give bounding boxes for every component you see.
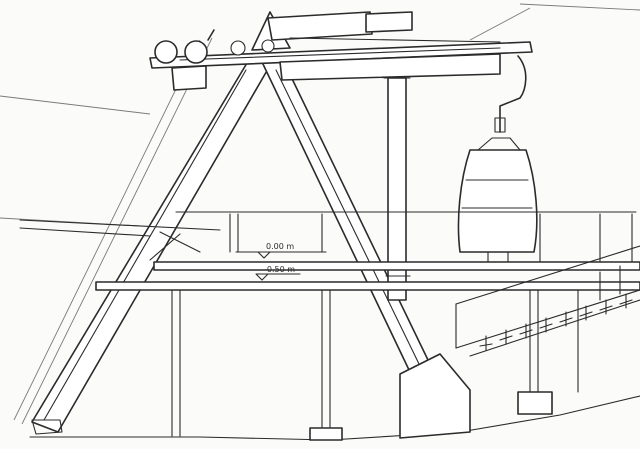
- center-column: [383, 77, 411, 301]
- deck-posts: [171, 289, 579, 437]
- top-beam: [149, 11, 533, 81]
- ground-line: [29, 395, 640, 441]
- gondola-cabin: [457, 137, 538, 265]
- staircase: [455, 245, 640, 357]
- bullwheel-pulleys: [154, 29, 275, 91]
- elevation-marker-upper: 0.00 m: [257, 242, 301, 259]
- gondola-hanger: [499, 55, 527, 133]
- footings: [31, 353, 553, 441]
- elevation-label-upper: 0.00 m: [266, 242, 294, 251]
- a-frame-left-leg: [13, 37, 273, 433]
- entry-ramp: [19, 219, 221, 261]
- elevation-label-lower: -0.50 m: [264, 265, 295, 274]
- elevation-marker-lower: -0.50 m: [255, 265, 301, 281]
- station-deck: [95, 261, 640, 291]
